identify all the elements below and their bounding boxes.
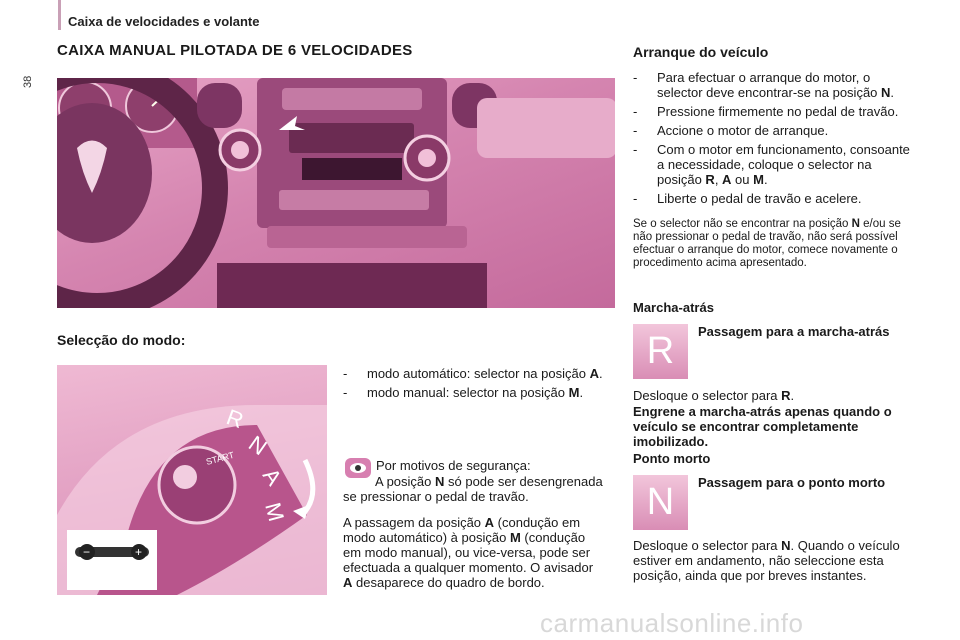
reverse-badge-icon: R	[633, 324, 688, 379]
reverse-instruction: Desloque o selector para R.	[633, 388, 795, 403]
safety-heading: Por motivos de segurança:	[376, 458, 531, 473]
list-item: Com o motor em funcionamento, consoante …	[633, 142, 913, 187]
neutral-badge-icon: N	[633, 475, 688, 530]
reverse-title: Marcha-atrás	[633, 300, 714, 315]
selection-title: Selecção do modo:	[57, 332, 186, 348]
header-accent-bar	[58, 0, 61, 30]
list-item: Pressione firmemente no pedal de travão.	[633, 104, 913, 119]
safety-paragraph-1: A posição N só pode ser desengrenada se …	[343, 474, 603, 504]
page-title: CAIXA MANUAL PILOTADA DE 6 VELOCIDADES	[57, 42, 413, 59]
start-title: Arranque do veículo	[633, 44, 769, 60]
dashboard-illustration	[57, 78, 615, 308]
paddle-inset: − +	[67, 530, 157, 590]
list-item: Liberte o pedal de travão e acelere.	[633, 191, 913, 206]
start-note: Se o selector não se encontrar na posiçã…	[633, 218, 901, 269]
reverse-warning: Engrene a marcha-atrás apenas quando o v…	[633, 404, 892, 449]
svg-text:−: −	[83, 545, 90, 559]
eye-icon	[345, 458, 371, 478]
svg-text:+: +	[135, 545, 142, 559]
neutral-title: Ponto morto	[633, 451, 711, 466]
safety-paragraph-2: A passagem da posição A (condução em mod…	[343, 515, 594, 590]
list-item: Accione o motor de arranque.	[633, 123, 913, 138]
selector-photo: R N A M START − +	[57, 365, 327, 595]
page-number: 38	[22, 75, 34, 88]
selection-list: modo automático: selector na posição A. …	[343, 366, 603, 404]
list-item: modo manual: selector na posição M.	[343, 385, 603, 400]
reverse-badge-label: Passagem para a marcha-atrás	[698, 324, 890, 339]
list-item: Para efectuar o arranque do motor, o sel…	[633, 70, 913, 100]
dashboard-photo	[57, 78, 615, 308]
watermark: carmanualsonline.info	[540, 608, 804, 638]
list-item: modo automático: selector na posição A.	[343, 366, 603, 381]
start-list: Para efectuar o arranque do motor, o sel…	[633, 70, 913, 210]
neutral-instruction: Desloque o selector para N. Quando o veí…	[633, 538, 900, 583]
selector-illustration: R N A M START − +	[57, 404, 327, 595]
section-header: Caixa de velocidades e volante	[68, 14, 260, 29]
neutral-badge-label: Passagem para o ponto morto	[698, 475, 886, 490]
